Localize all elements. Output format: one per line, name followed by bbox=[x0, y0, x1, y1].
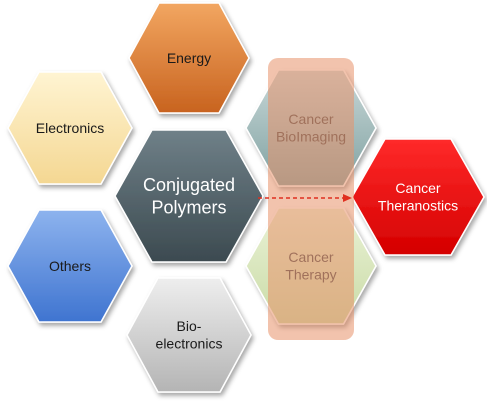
bioelectronics-hexagon-shape bbox=[126, 277, 252, 393]
cancer-theranostics-hexagon-label-line-2: Theranostics bbox=[378, 198, 458, 214]
bioelectronics-hexagon-label-line-1: Bio- bbox=[177, 318, 202, 334]
electronics-hexagon-label-line-1: Electronics bbox=[36, 120, 104, 136]
energy-hexagon: Energy bbox=[128, 2, 250, 114]
bioelectronics-hexagon-label-line-2: electronics bbox=[156, 336, 223, 352]
cancer-theranostics-hexagon-shape bbox=[351, 138, 485, 256]
electronics-hexagon: Electronics bbox=[7, 71, 133, 185]
arrow-head-icon bbox=[343, 194, 352, 202]
others-hexagon: Others bbox=[7, 209, 133, 323]
conjugated-polymers-hexagon-label-line-2: Polymers bbox=[151, 198, 226, 218]
bioelectronics-hexagon: Bio-electronics bbox=[126, 277, 252, 393]
cancer-theranostics-hexagon-label-line-1: Cancer bbox=[395, 180, 440, 196]
energy-hexagon-shape bbox=[128, 2, 250, 114]
conjugated-polymers-hexagon-shape bbox=[114, 129, 264, 263]
cancer-highlight-band bbox=[268, 58, 354, 340]
conjugated-polymers-hexagon-label-line-1: Conjugated bbox=[143, 175, 235, 195]
energy-hexagon-label-line-1: Energy bbox=[167, 50, 211, 66]
others-hexagon-label-line-1: Others bbox=[49, 258, 91, 274]
others-hexagon-shape bbox=[7, 209, 133, 323]
electronics-hexagon-shape bbox=[7, 71, 133, 185]
